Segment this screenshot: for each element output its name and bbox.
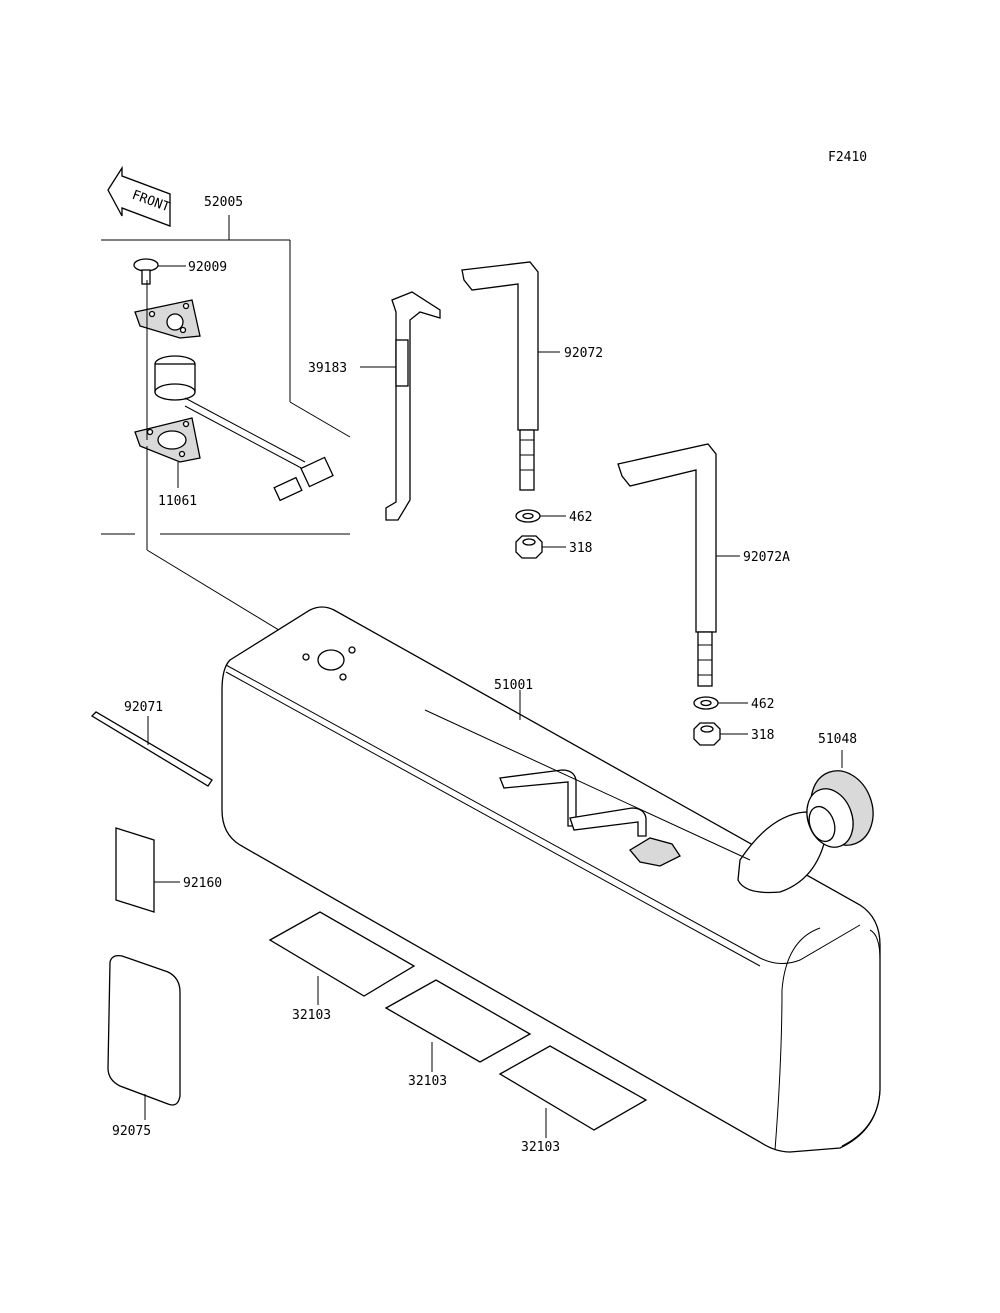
washer-part-a <box>515 509 566 523</box>
callout-39183: 39183 <box>308 361 347 376</box>
callout-51001: 51001 <box>494 678 533 693</box>
front-arrow-icon: FRONT <box>107 165 172 227</box>
washer-part-b <box>693 696 748 710</box>
fuel-gauge-group-bracket <box>101 215 351 535</box>
callout-32103-a: 32103 <box>292 1008 331 1023</box>
fuel-sender-unit-part <box>154 355 334 502</box>
mounting-bracket-part <box>360 291 441 521</box>
figure-code: F2410 <box>828 150 867 165</box>
callout-32103-c: 32103 <box>521 1140 560 1155</box>
callout-92072A: 92072A <box>743 550 790 565</box>
callout-52005: 52005 <box>204 195 243 210</box>
tank-strap-a-part <box>617 443 740 687</box>
callout-32103-b: 32103 <box>408 1074 447 1089</box>
callout-11061: 11061 <box>158 494 197 509</box>
callout-92160: 92160 <box>183 876 222 891</box>
callout-318-b: 318 <box>751 728 774 743</box>
pad-32103-part-a <box>268 911 416 1005</box>
callout-92071: 92071 <box>124 700 163 715</box>
upper-gasket-part <box>134 299 201 339</box>
pad-92075-part <box>107 954 181 1120</box>
tank-strap-part <box>461 261 560 491</box>
nut-part-b <box>693 722 748 746</box>
callout-92072: 92072 <box>564 346 603 361</box>
fuel-cap-part <box>806 750 874 848</box>
callout-318-a: 318 <box>569 541 592 556</box>
pad-92160-part <box>115 827 180 913</box>
callout-462-a: 462 <box>569 510 592 525</box>
callout-92009: 92009 <box>188 260 227 275</box>
callout-92075: 92075 <box>112 1124 151 1139</box>
vent-tube-part <box>90 711 213 787</box>
pad-32103-part-b <box>384 979 532 1072</box>
pad-32103-part-c <box>498 1045 648 1138</box>
lower-gasket-part <box>134 280 201 488</box>
callout-462-b: 462 <box>751 697 774 712</box>
callout-51048: 51048 <box>818 732 857 747</box>
nut-part-a <box>515 535 566 559</box>
fuel-tank-part <box>221 606 881 1153</box>
screw-part <box>133 258 186 285</box>
